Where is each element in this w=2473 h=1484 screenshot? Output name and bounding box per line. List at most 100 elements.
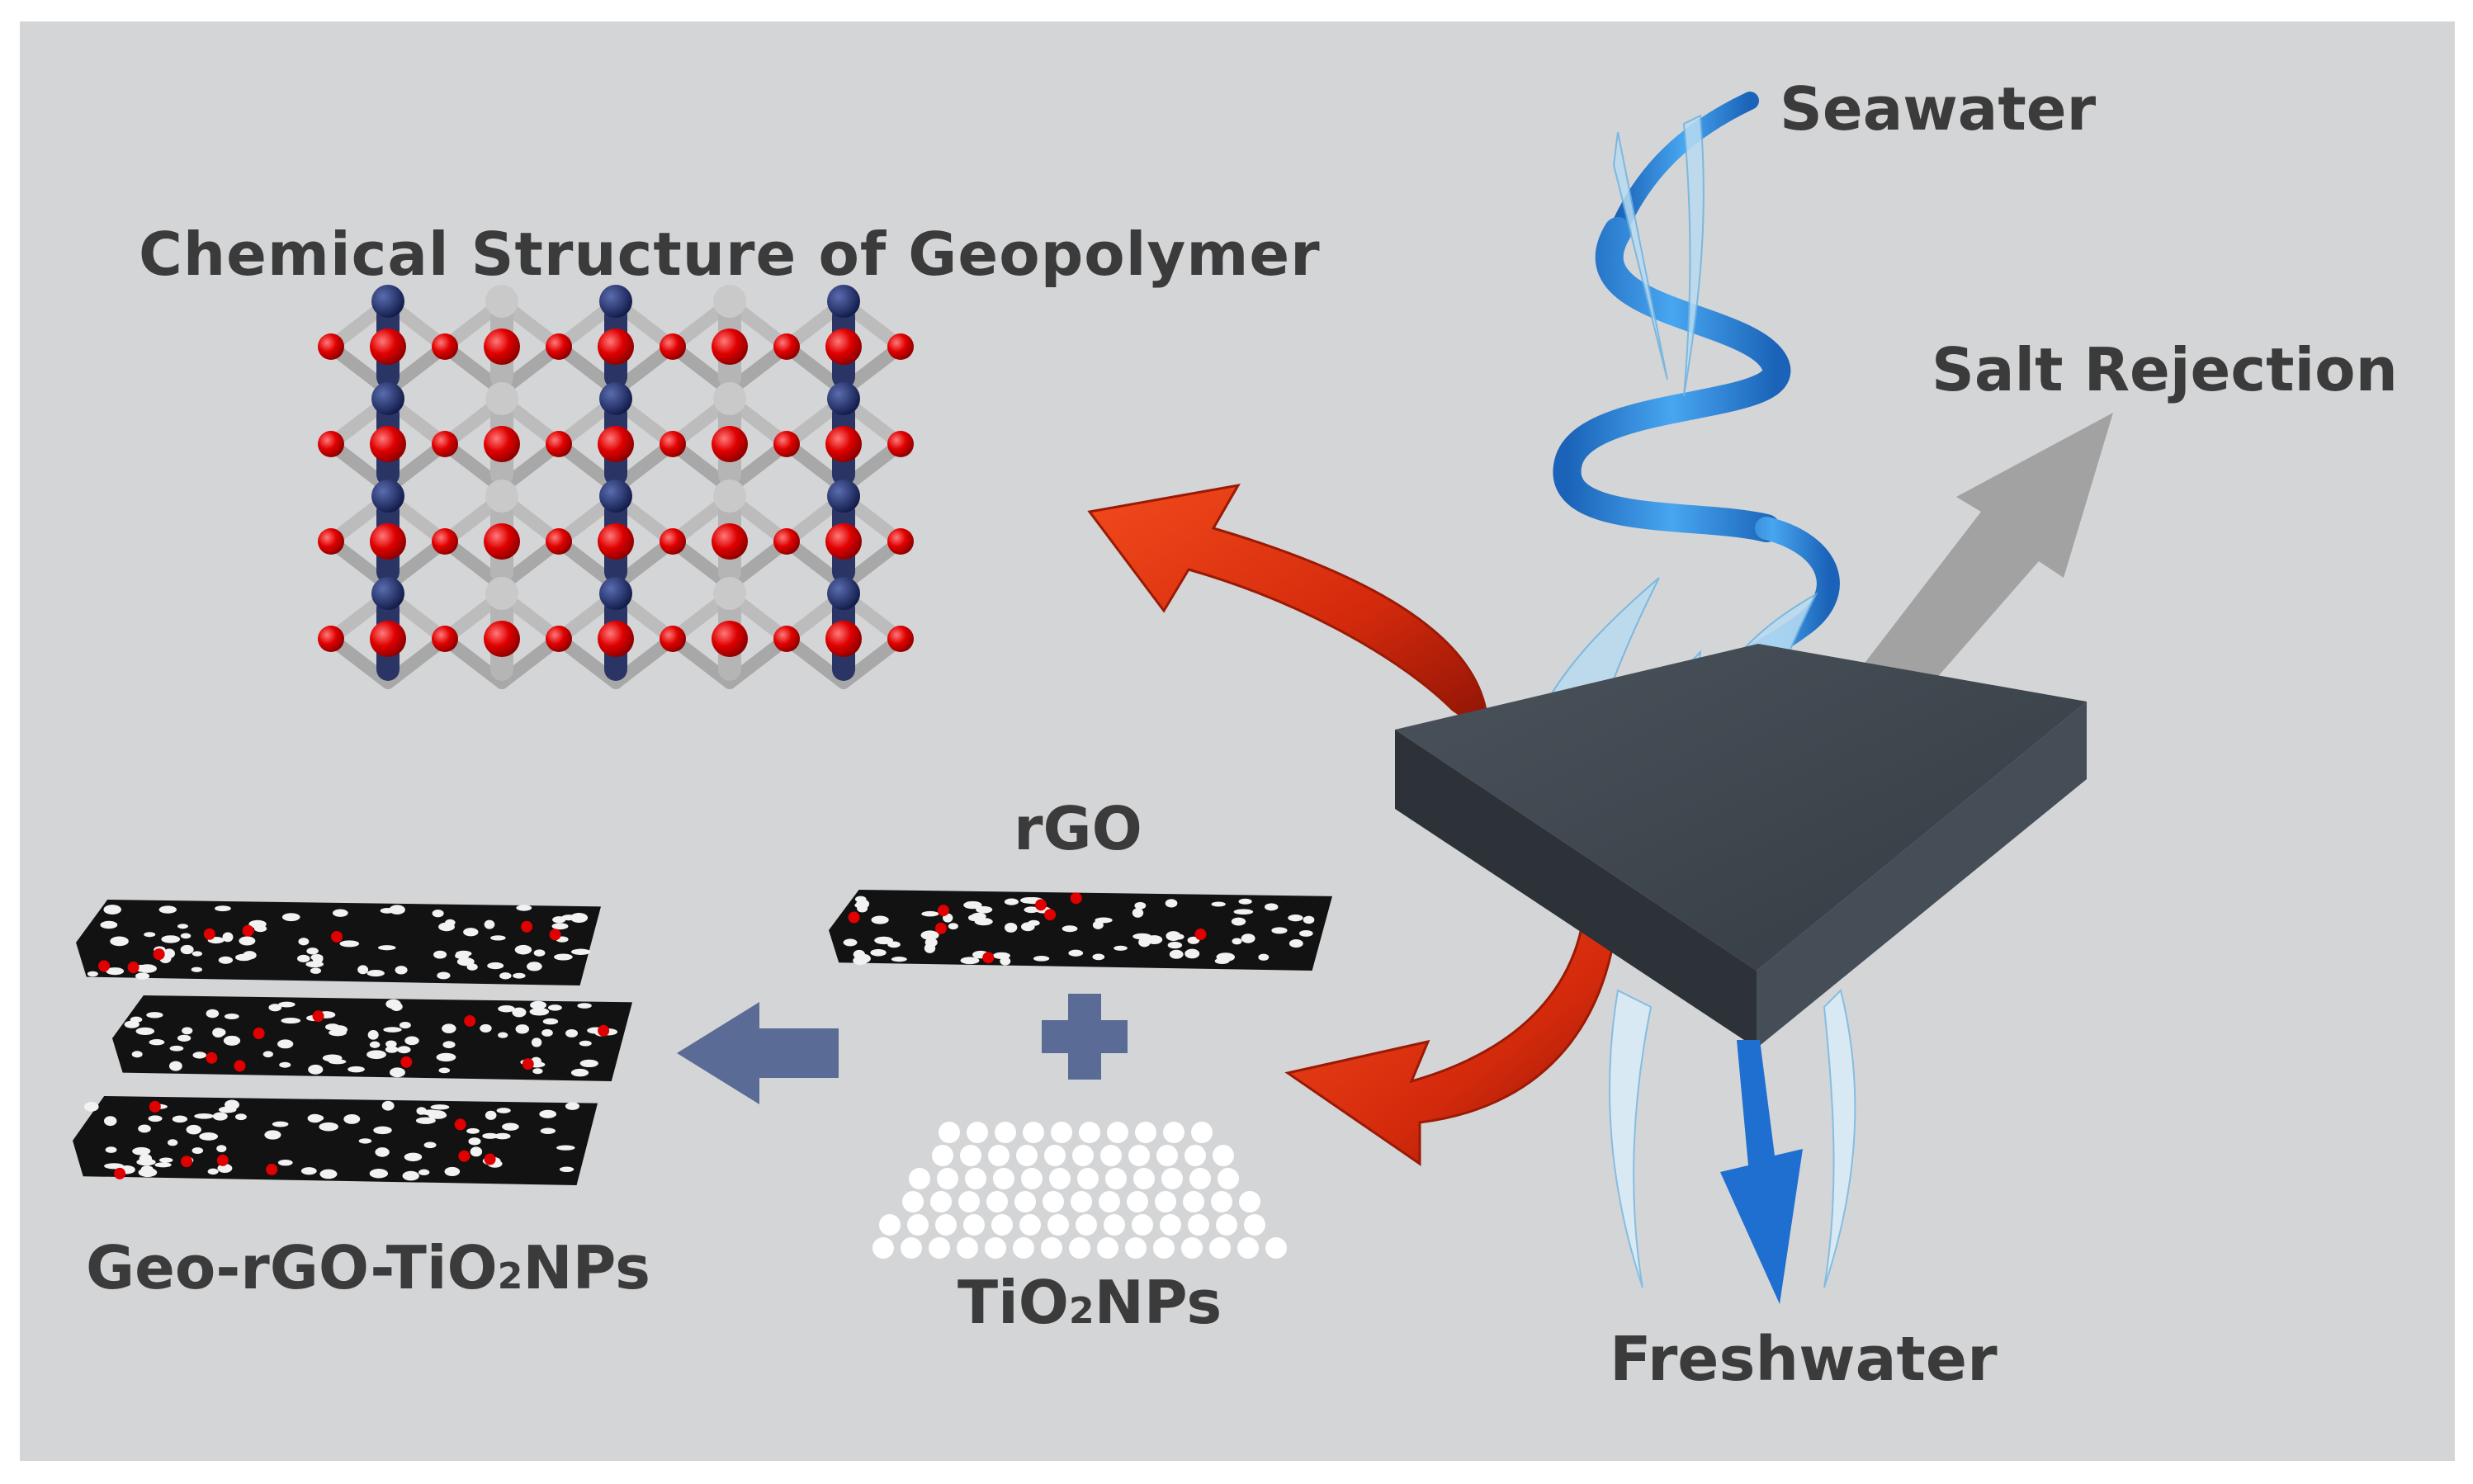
oxygen-atom <box>773 528 800 555</box>
sheet-highlight <box>843 938 858 947</box>
sheet-highlight <box>920 930 939 940</box>
aluminum-atom <box>371 577 404 610</box>
sheet-highlight <box>83 1102 99 1112</box>
tio2-particle <box>1237 1237 1259 1259</box>
tio2-particle <box>932 1145 953 1166</box>
sheet-highlight <box>300 1167 317 1175</box>
oxygen-atom <box>432 626 458 652</box>
sheet-highlight <box>395 966 408 975</box>
oxygen-atom <box>887 431 914 457</box>
tio2-particle <box>929 1237 950 1259</box>
sheet-highlight <box>539 1109 557 1118</box>
tio2-particle <box>1213 1145 1234 1166</box>
oxygen-atom <box>318 431 344 457</box>
sheet-highlight <box>559 1166 575 1173</box>
sheet-highlight <box>369 1041 381 1048</box>
sheet-highlight <box>167 1139 178 1146</box>
sheet-highlight <box>144 932 156 938</box>
tio2-particle <box>1211 1191 1232 1212</box>
sheet-highlight <box>264 1130 281 1140</box>
sheet-highlight <box>212 1028 225 1038</box>
sheet-highlight <box>531 1037 542 1047</box>
sheet-highlight <box>138 1124 151 1133</box>
tio2-particle <box>1128 1145 1150 1166</box>
oxygen-atom <box>484 328 520 365</box>
sheet-highlight <box>466 1127 480 1134</box>
sheet-highlight <box>357 965 369 975</box>
sheet-highlight <box>103 905 121 915</box>
sheet-highlight <box>310 967 322 974</box>
oxygen-atom <box>318 333 344 360</box>
tio2-label: TiO2NPs <box>958 1273 1222 1332</box>
sheet-highlight <box>499 972 512 980</box>
sheet-highlight <box>430 1104 450 1110</box>
sheet-highlight <box>163 948 175 959</box>
sheet-highlight <box>1000 957 1011 966</box>
sheet-highlight <box>397 1046 411 1054</box>
graphene-sheet <box>73 1096 598 1185</box>
sheet-highlight <box>279 1061 291 1068</box>
oxygen-atom <box>773 333 800 360</box>
aluminum-atom <box>599 480 632 513</box>
oxygen-group <box>1035 899 1047 911</box>
sheet-highlight <box>161 935 181 943</box>
sheet-highlight <box>514 944 532 955</box>
sheet-highlight <box>1019 896 1039 904</box>
sheet-highlight <box>532 1068 543 1075</box>
sheet-highlight <box>367 1030 379 1040</box>
tio2-particle <box>960 1145 981 1166</box>
sheet-highlight <box>551 923 569 930</box>
silicon-atom <box>713 480 746 513</box>
oxygen-group <box>484 1153 496 1165</box>
sheet-highlight <box>375 1147 390 1157</box>
sheet-highlight <box>1184 948 1200 959</box>
tio2-particle <box>1239 1191 1260 1212</box>
sheet-highlight <box>515 1024 530 1034</box>
aluminum-atom <box>371 480 404 513</box>
sheet-highlight <box>960 957 980 965</box>
sheet-highlight <box>438 922 455 932</box>
tio2-particle <box>909 1168 930 1189</box>
rgo-label: rGO <box>1014 794 1142 863</box>
sheet-highlight <box>383 1027 402 1033</box>
sheet-highlight <box>389 905 405 915</box>
oxygen-group <box>242 924 254 937</box>
sheet-highlight <box>1024 906 1039 914</box>
tio2-particle <box>1013 1237 1034 1259</box>
tio2-particle <box>1189 1168 1211 1189</box>
sheet-highlight <box>1288 914 1303 922</box>
freshwater-splash <box>1609 989 1856 1288</box>
tio2-particle <box>1051 1122 1072 1143</box>
aluminum-atom <box>827 285 860 318</box>
sheet-highlight <box>378 945 396 951</box>
oxygen-group <box>114 1167 126 1179</box>
aluminum-atom <box>827 480 860 513</box>
sheet-highlight <box>262 1051 273 1058</box>
oxygen-group <box>521 920 533 933</box>
sheet-highlight <box>169 1045 184 1052</box>
sheet-highlight <box>565 1102 580 1110</box>
sheet-highlight <box>1146 935 1163 944</box>
tio2-particle <box>1132 1214 1153 1236</box>
composite-label-suffix: NPs <box>522 1233 650 1302</box>
sheet-highlight <box>404 1036 419 1046</box>
sheet-highlight <box>358 1138 372 1144</box>
tio2-label-prefix: TiO <box>958 1268 1069 1337</box>
sheet-highlight <box>437 971 451 980</box>
sheet-highlight <box>158 905 177 914</box>
tio2-particle <box>879 1214 901 1236</box>
sheet-highlight <box>1004 922 1018 933</box>
sheet-highlight <box>470 1146 483 1157</box>
sheet-highlight <box>570 913 589 923</box>
sheet-highlight <box>239 936 256 946</box>
tio2-particle <box>1069 1237 1090 1259</box>
oxygen-atom <box>546 333 572 360</box>
silicon-atom <box>485 382 518 415</box>
sheet-highlight <box>366 969 385 977</box>
sheet-highlight <box>570 1068 589 1077</box>
oxygen-atom <box>432 431 458 457</box>
tio2-particle <box>1265 1237 1287 1259</box>
sheet-highlight <box>207 1168 219 1175</box>
sheet-highlight <box>381 1100 395 1111</box>
sheet-highlight <box>366 1050 386 1060</box>
